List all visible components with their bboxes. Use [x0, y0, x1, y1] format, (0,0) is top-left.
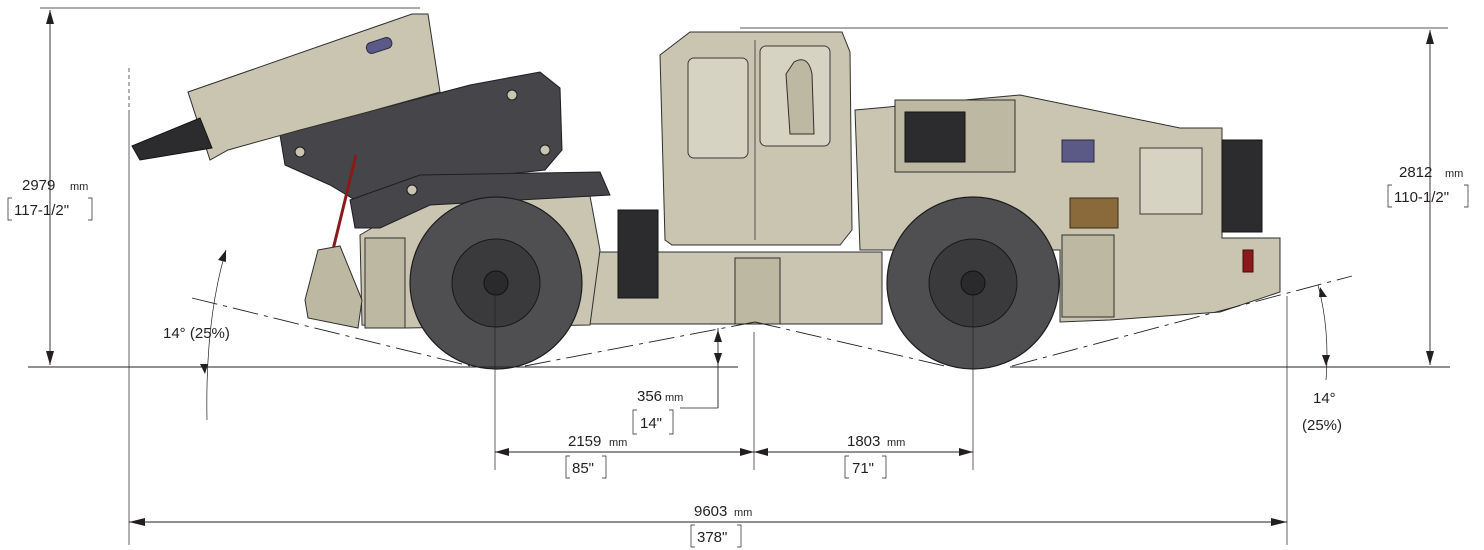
- tail-light: [1242, 249, 1254, 273]
- front-overhang-inch: 85": [572, 460, 594, 477]
- label-ground-clearance: 356 mm 14": [632, 388, 683, 435]
- departure-angle-arc: [1317, 284, 1328, 381]
- overall-length-inch: 378": [697, 529, 727, 546]
- approach-angle-line: [191, 297, 471, 367]
- departure-angle-pct: (25%): [1302, 417, 1342, 434]
- battery-box: [617, 209, 659, 299]
- departure-angle-line: [1011, 275, 1353, 367]
- rear-wheelbase-inch: 71": [852, 460, 874, 477]
- label-front-overhang: 2159 mm 85": [565, 433, 627, 479]
- cab-side-window: [687, 57, 749, 159]
- clearance-unit: mm: [665, 392, 683, 404]
- approach-angle-arc: [206, 249, 227, 421]
- belly-line-rear: [754, 321, 946, 367]
- front-wheel: [409, 196, 583, 370]
- articulation-joint: [734, 257, 781, 325]
- overall-length-mm: 9603: [694, 503, 727, 520]
- engine-block: [904, 111, 966, 163]
- rear-grille: [1139, 147, 1203, 215]
- belly-line-front: [524, 321, 756, 367]
- rear-tank: [1061, 234, 1115, 318]
- hydraulic-tank: [1061, 139, 1095, 163]
- height-breaker-unit: mm: [70, 181, 88, 193]
- rear-wheelbase-mm: 1803: [847, 433, 880, 450]
- front-overhang-mm: 2159: [568, 433, 601, 450]
- clearance-inch: 14": [640, 415, 662, 432]
- label-height-breaker: 2979 mm 117-1/2": [7, 177, 93, 221]
- dimension-labels: 2979 mm 117-1/2" 2812 mm 110-1/2" 14° (2…: [7, 164, 1469, 548]
- lift-cylinder: [328, 154, 358, 263]
- breaker-chisel: [131, 117, 213, 161]
- front-stabilizer: [304, 245, 363, 329]
- operator-figure: [785, 59, 815, 135]
- radiator-pack: [1221, 139, 1263, 233]
- overall-length-unit: mm: [734, 507, 752, 519]
- height-breaker-inch: 117-1/2": [14, 202, 69, 219]
- height-canopy-inch: 110-1/2": [1394, 189, 1449, 206]
- height-breaker-mm: 2979: [22, 177, 55, 194]
- label-overall-length: 9603 mm 378": [690, 503, 752, 548]
- label-height-canopy: 2812 mm 110-1/2": [1387, 164, 1469, 208]
- front-tank: [364, 237, 406, 329]
- departure-angle-deg: 14°: [1313, 390, 1336, 407]
- dimension-lines: [28, 7, 1450, 545]
- approach-angle-label: 14° (25%): [163, 325, 230, 342]
- rear-wheelbase-unit: mm: [887, 437, 905, 449]
- clearance-mm: 356: [637, 388, 662, 405]
- breaker-label-plate: [365, 37, 393, 54]
- brown-component: [1069, 197, 1119, 229]
- front-overhang-unit: mm: [609, 437, 627, 449]
- height-canopy-mm: 2812: [1399, 164, 1432, 181]
- machine-illustration: [131, 13, 1281, 370]
- height-canopy-unit: mm: [1445, 168, 1463, 180]
- label-rear-wheelbase: 1803 mm 71": [844, 433, 905, 479]
